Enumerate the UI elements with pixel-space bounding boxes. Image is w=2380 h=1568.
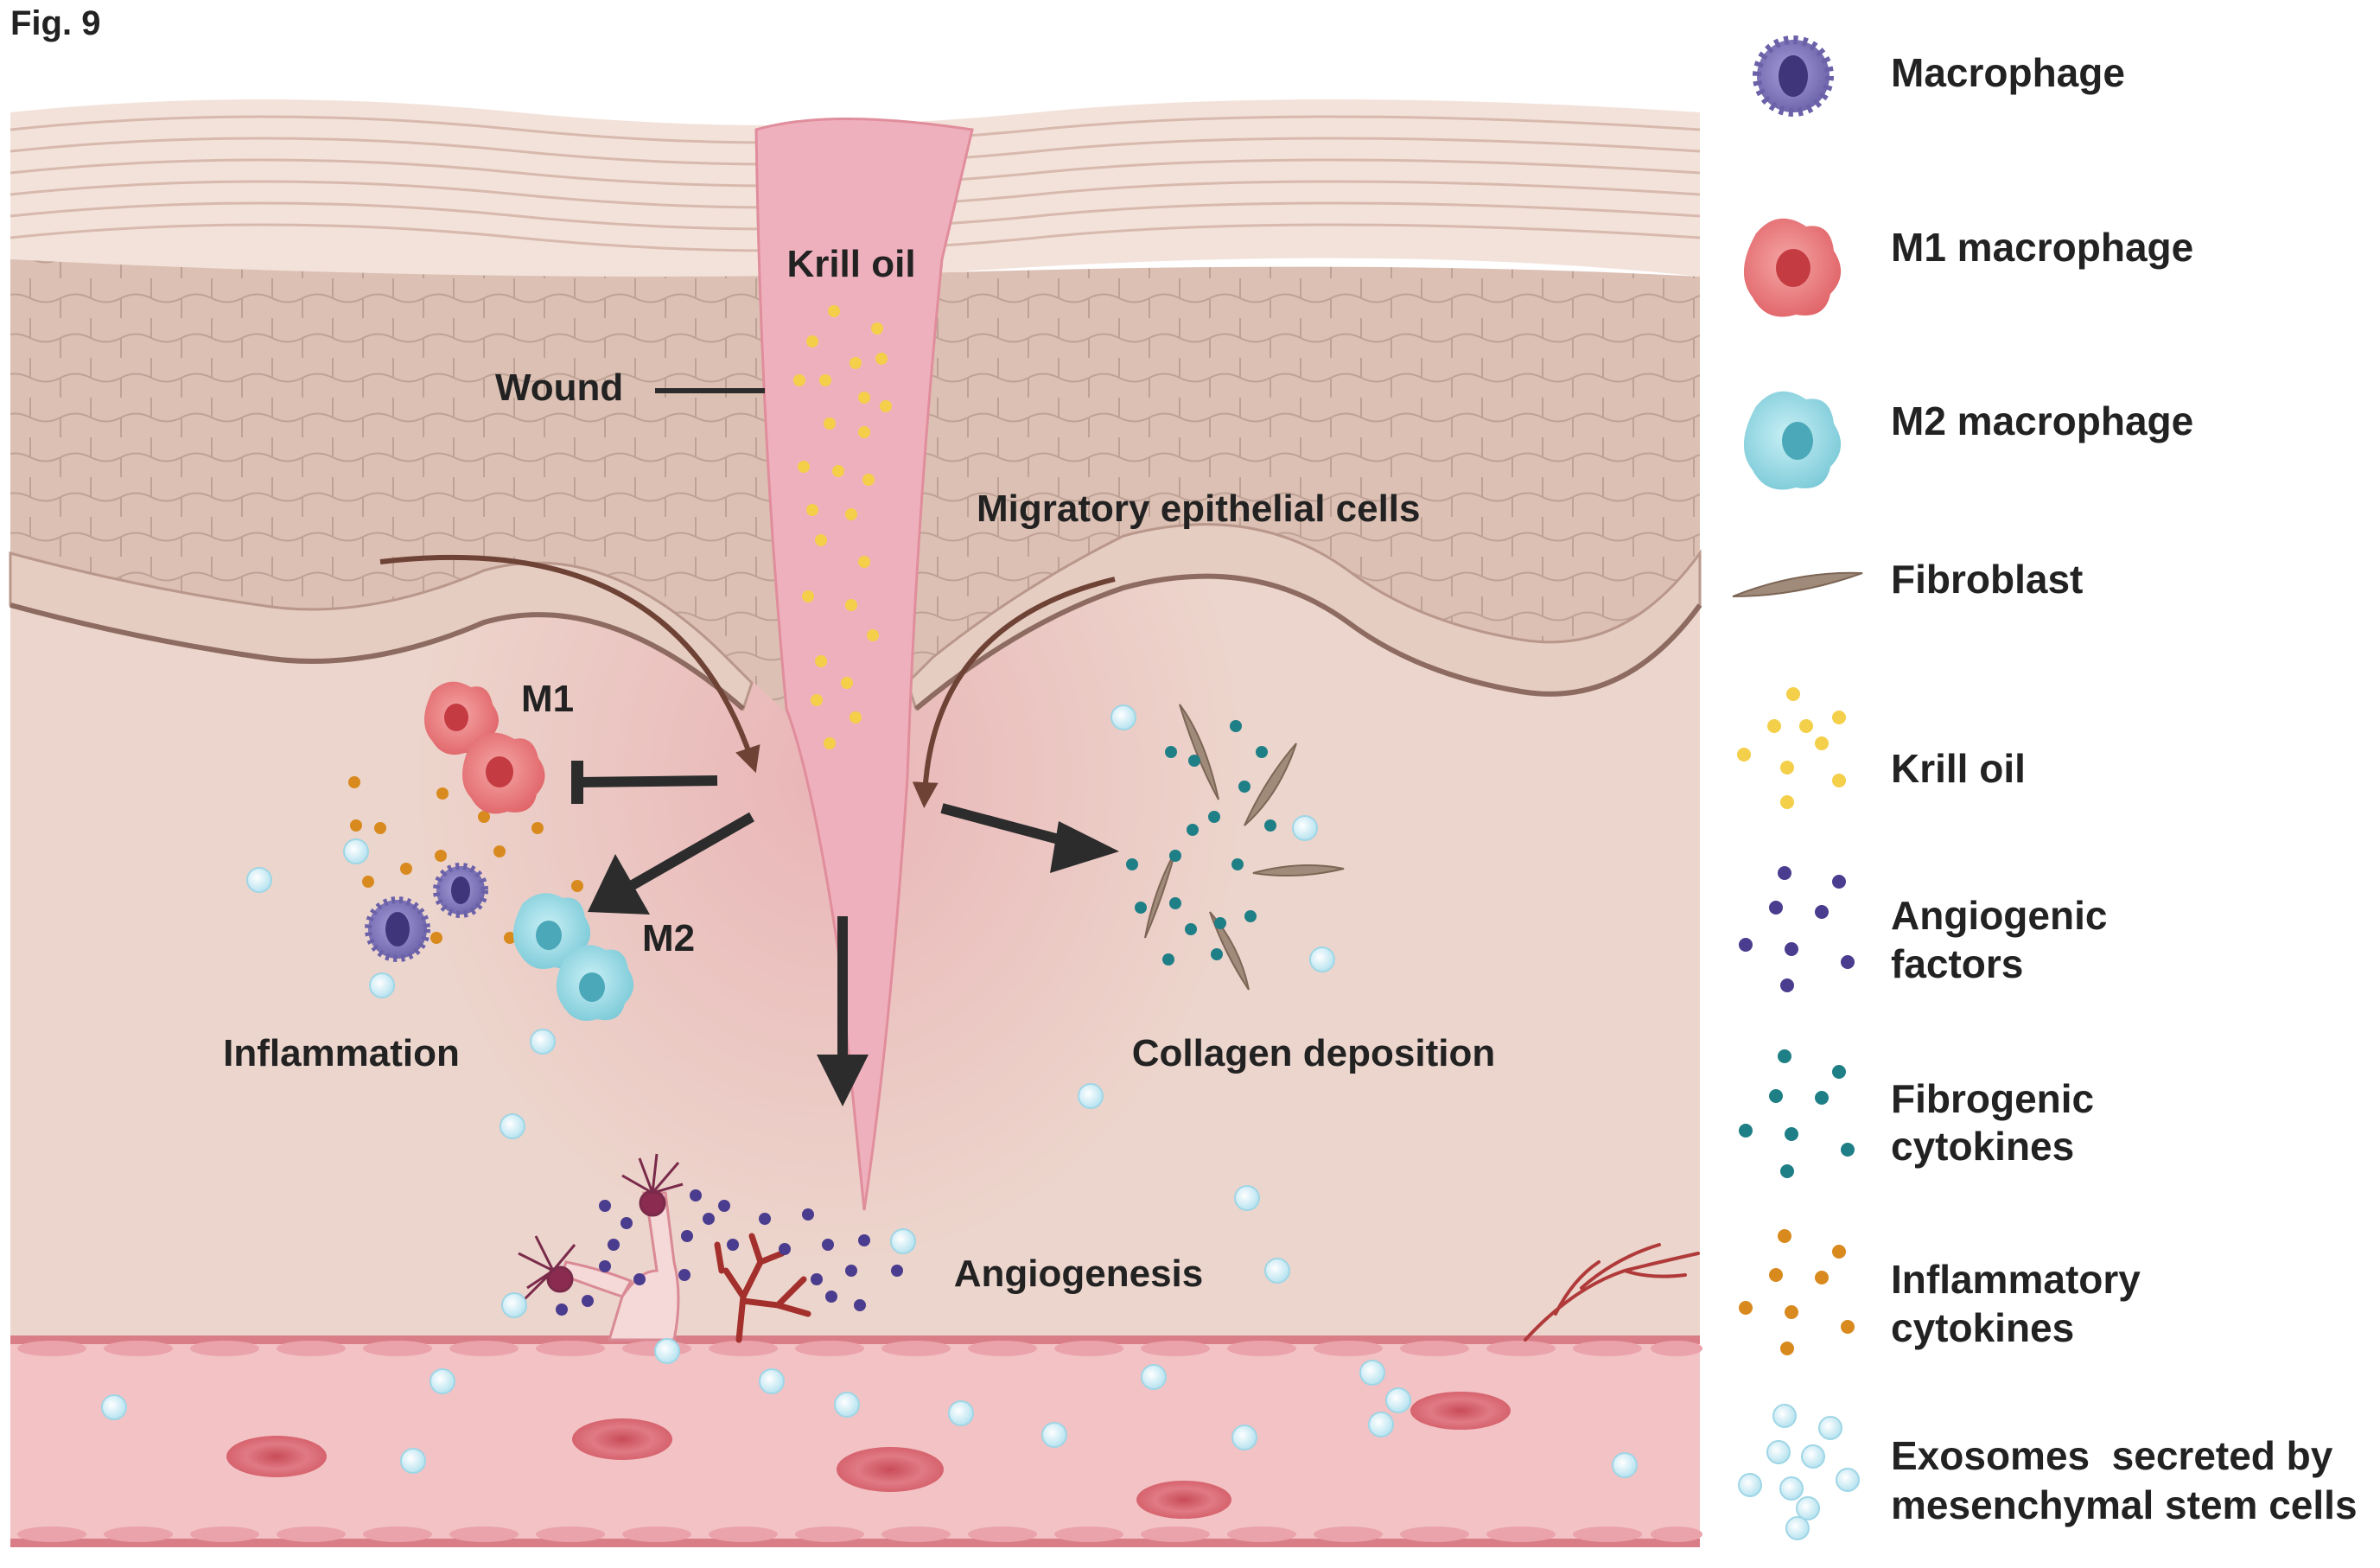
legend-label-m1-macrophage: M1 macrophage <box>1891 225 2193 270</box>
angiogenesis-cluster <box>517 1153 1700 1343</box>
endothelial-sprout-branch <box>560 1260 633 1298</box>
krill-oil-dot <box>858 426 870 438</box>
legend-label-inflammatory-line-1: Inflammatory <box>1891 1257 2141 1302</box>
krill-oil-dot <box>824 417 836 430</box>
wound-label: Wound <box>495 367 623 409</box>
fibroblast-icon <box>1732 571 1863 597</box>
krill-oil-dot <box>880 400 892 412</box>
figure-label: Fig. 9 <box>10 4 100 42</box>
krill-oil-dot <box>850 357 862 369</box>
wound <box>754 118 974 1211</box>
angiogenesis-arrow-head <box>817 1055 869 1106</box>
legend-label-inflammatory-line-2: cytokines <box>1891 1305 2074 1350</box>
krill-oil-dot <box>819 374 831 386</box>
red-blood-cell <box>1410 1392 1511 1430</box>
basement-membrane-right <box>914 573 1702 711</box>
legend-label-exosomes-line-1: Exosomes secreted by <box>1891 1433 2333 1478</box>
legend-label-krill-oil: Krill oil <box>1891 746 2026 791</box>
endothelial-sprout <box>607 1191 680 1342</box>
angiogenic-factors-dots-icon <box>1739 866 1855 992</box>
krill-oil-dot <box>858 392 870 404</box>
exosomes-dots-icon <box>1738 1404 1860 1540</box>
krill-oil-dot <box>793 374 805 386</box>
collagen-arrow-head <box>1050 821 1119 873</box>
krill-oil-dot <box>828 305 840 317</box>
inflammatory-cytokine-dots <box>348 776 583 944</box>
fibroblasts <box>1144 704 1345 991</box>
krill-oil-dot <box>824 737 836 749</box>
legend-label-fibrogenic-line-1: Fibrogenic <box>1891 1076 2094 1121</box>
migratory-epithelial-cells-label: Migratory epithelial cells <box>977 488 1421 530</box>
krill-oil-label: Krill oil <box>786 243 915 285</box>
krill-oil-dot <box>875 353 888 365</box>
tip-cell <box>621 1153 684 1217</box>
krill-oil-dots-icon <box>1737 687 1846 809</box>
collagen-arrow-shaft <box>940 803 1073 848</box>
red-blood-cell <box>572 1418 672 1460</box>
inflammatory-cytokines-dots-icon <box>1739 1229 1855 1355</box>
m2-arrow-head <box>588 854 650 915</box>
legend: Macrophage M1 macrophage M2 macrophage F… <box>1732 35 2358 1540</box>
krill-oil-dot <box>832 465 844 477</box>
krill-oil-dot <box>845 508 857 520</box>
fibrogenic-cytokine-dots <box>1126 720 1276 966</box>
branching-vessel <box>1524 1243 1700 1342</box>
exosomes <box>101 704 1638 1478</box>
m1-macrophage <box>462 732 545 814</box>
krill-oil-dot <box>841 677 853 689</box>
krill-oil-dot <box>811 694 823 706</box>
fibrogenic-cytokines-dots-icon <box>1739 1049 1855 1178</box>
migratory-arrow-left <box>379 554 760 774</box>
tip-cell <box>517 1235 576 1307</box>
collagen-deposition-label: Collagen deposition <box>1132 1032 1495 1074</box>
krill-oil-dot <box>845 599 857 611</box>
krill-oil-dot <box>862 474 875 486</box>
krill-oil-dot <box>802 590 814 602</box>
macrophage <box>433 863 488 918</box>
legend-label-m2-macrophage: M2 macrophage <box>1891 398 2193 443</box>
collagen-cluster <box>1126 704 1345 991</box>
krill-oil-dot <box>858 556 870 568</box>
arrows <box>379 554 1119 1106</box>
krill-oil-dot <box>806 504 818 516</box>
inflammation-label: Inflammation <box>223 1032 460 1074</box>
m1-label: M1 <box>521 678 574 720</box>
vessel-endothelium-bumps <box>17 1341 1702 1542</box>
legend-label-angiogenic-line-2: factors <box>1891 941 2023 986</box>
legend-label-fibrogenic-line-2: cytokines <box>1891 1124 2074 1169</box>
red-blood-cells <box>226 1392 1511 1519</box>
krill-oil-dot <box>815 655 827 667</box>
krill-oil-dot <box>871 322 883 335</box>
m2-arrow-shaft <box>628 812 754 891</box>
legend-label-exosomes-line-2: mesenchymal stem cells <box>1891 1482 2358 1527</box>
krill-oil-dot <box>850 711 862 723</box>
inflammation-cluster <box>348 681 634 1021</box>
red-blood-cell <box>1136 1481 1231 1519</box>
angiogenic-factor-dots <box>556 1189 903 1316</box>
krill-oil-dot <box>806 335 818 347</box>
m2-macrophage <box>512 893 591 969</box>
krill-oil-dot <box>867 629 879 641</box>
krill-oil-dots <box>793 305 892 749</box>
legend-label-fibroblast: Fibroblast <box>1891 557 2083 602</box>
m2-macrophage <box>556 945 634 1021</box>
macrophage-icon <box>1753 35 1834 117</box>
legend-label-angiogenic-line-1: Angiogenic <box>1891 893 2107 938</box>
macrophage <box>365 896 430 962</box>
m2-macrophage-icon <box>1743 391 1842 490</box>
krill-oil-dot <box>815 534 827 546</box>
red-blood-cell <box>226 1436 327 1477</box>
m2-label: M2 <box>642 917 695 959</box>
migratory-arrow-right <box>912 577 1116 808</box>
m1-macrophage-icon <box>1743 218 1842 317</box>
inhibition-arrow-shaft <box>578 775 718 787</box>
legend-label-macrophage: Macrophage <box>1891 50 2125 95</box>
red-blood-cell <box>837 1447 944 1492</box>
angiogenesis-label: Angiogenesis <box>954 1252 1204 1295</box>
branching-vessel <box>714 1233 811 1343</box>
basement-membrane <box>10 602 745 711</box>
krill-oil-dot <box>798 461 810 473</box>
